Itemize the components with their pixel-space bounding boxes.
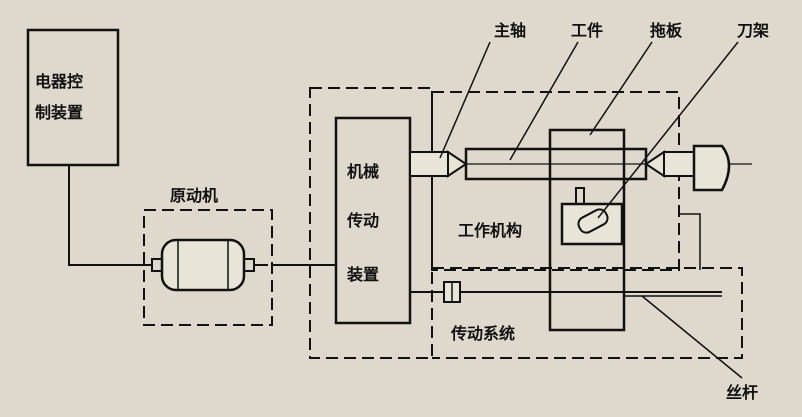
control-wire — [68, 165, 140, 266]
mechanical-transmission-box — [334, 116, 412, 325]
spindle-center — [409, 150, 468, 178]
carriage — [548, 128, 626, 332]
electrical-control-label-line1: 电器控 — [35, 72, 83, 91]
prime-mover-box — [143, 209, 273, 326]
workpiece-leader — [509, 41, 579, 161]
working-mechanism-label: 工作机构 — [458, 221, 522, 240]
motor-icon — [140, 238, 268, 292]
spindle-leader — [439, 41, 491, 159]
carriage-label: 拖板 — [650, 21, 683, 40]
mechanical-transmission-label-line3: 装置 — [346, 265, 379, 284]
workpiece-label: 工件 — [571, 21, 603, 40]
transmission-system-label: 传动系统 — [450, 324, 515, 343]
mechanical-transmission-label-line1: 机械 — [347, 162, 379, 181]
prime-mover-label: 原动机 — [170, 186, 218, 205]
mechanical-transmission-label-line2: 传动 — [346, 211, 379, 230]
spindle-label: 主轴 — [494, 21, 526, 40]
working-mechanism-box — [431, 91, 680, 271]
carriage-leader — [589, 41, 653, 136]
tailstock — [644, 144, 731, 192]
lead-screw-leader — [641, 295, 743, 379]
transmission-system-lower-branch — [432, 267, 743, 359]
lead-screw-label: 丝杆 — [726, 383, 758, 402]
tool-holder-leader — [597, 41, 739, 219]
electrical-control-box — [26, 28, 120, 167]
support-line — [680, 213, 701, 270]
electrical-control-label-line2: 制装置 — [35, 103, 83, 122]
tool-holder — [560, 187, 624, 246]
transmission-system-box — [309, 87, 433, 359]
coupling — [443, 281, 461, 303]
tool-holder-label: 刀架 — [737, 21, 769, 40]
